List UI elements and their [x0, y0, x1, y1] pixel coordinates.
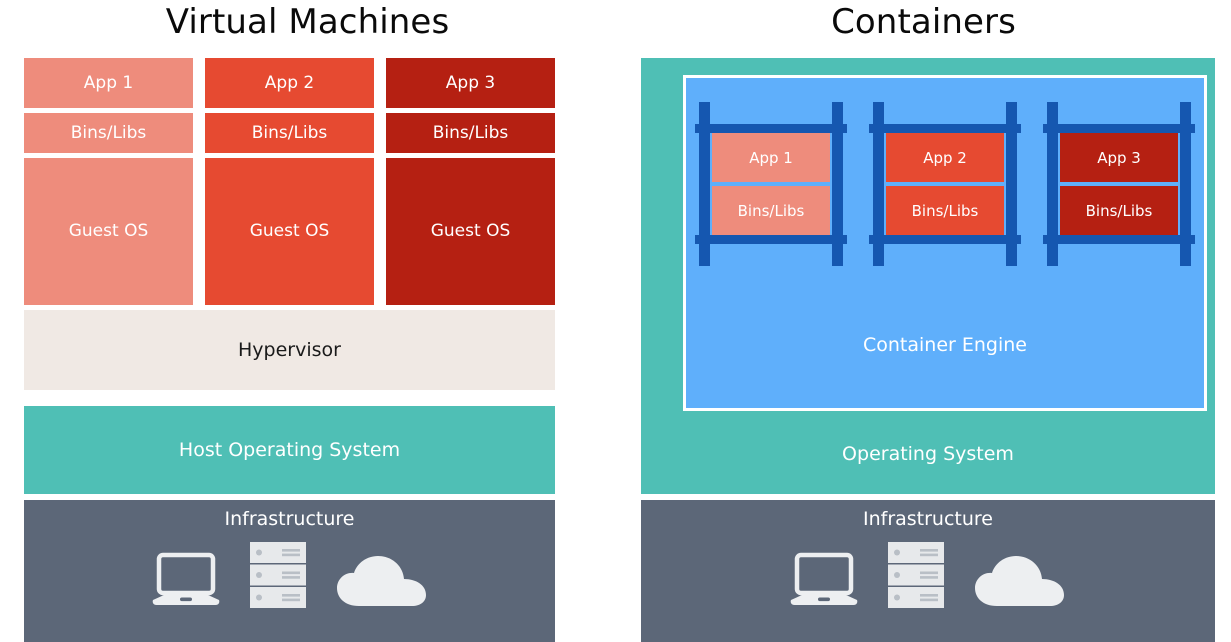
hypervisor-band: Hypervisor [24, 310, 555, 390]
vm-guest-os-box: Guest OS [205, 158, 374, 305]
container-rack-1: App 1 Bins/Libs [695, 102, 847, 266]
laptop-icon [150, 552, 222, 610]
containers-panel: Containers App 1 Bins/Libs [616, 0, 1231, 642]
container-app-box: App 1 [712, 133, 830, 182]
infrastructure-icons [641, 540, 1215, 610]
cloud-icon [972, 552, 1068, 610]
containers-os-block: App 1 Bins/Libs App 2 Bins/Libs [641, 58, 1215, 494]
vm-bins-box: Bins/Libs [24, 113, 193, 153]
vm-column-3: App 3 Bins/Libs Guest OS [386, 58, 555, 305]
container-rack-2: App 2 Bins/Libs [869, 102, 1021, 266]
rack-contents: App 1 Bins/Libs [712, 133, 830, 235]
vm-bins-box: Bins/Libs [386, 113, 555, 153]
rack-post-left [873, 102, 884, 266]
vm-app-box: App 2 [205, 58, 374, 108]
container-bins-box: Bins/Libs [1060, 186, 1178, 235]
container-app-box: App 3 [1060, 133, 1178, 182]
container-bins-box: Bins/Libs [886, 186, 1004, 235]
container-app-box: App 2 [886, 133, 1004, 182]
vm-column-1: App 1 Bins/Libs Guest OS [24, 58, 193, 305]
infrastructure-label: Infrastructure [224, 508, 355, 530]
host-operating-system-band: Host Operating System [24, 406, 555, 494]
vm-infrastructure-band: Infrastructure [24, 500, 555, 642]
vm-title: Virtual Machines [165, 2, 450, 42]
server-rack-icon [886, 540, 946, 610]
containers-title: Containers [831, 2, 1016, 42]
container-rack-3: App 3 Bins/Libs [1043, 102, 1195, 266]
vm-column-2: App 2 Bins/Libs Guest OS [205, 58, 374, 305]
vm-guest-os-box: Guest OS [24, 158, 193, 305]
rack-post-right [1006, 102, 1017, 266]
rack-rail-bottom [869, 235, 1021, 244]
vm-guest-os-box: Guest OS [386, 158, 555, 305]
container-racks: App 1 Bins/Libs App 2 Bins/Libs [686, 102, 1204, 272]
virtual-machines-panel: Virtual Machines App 1 Bins/Libs Guest O… [0, 0, 615, 642]
rack-rail-top [869, 124, 1021, 133]
rack-rail-bottom [1043, 235, 1195, 244]
vm-app-box: App 3 [386, 58, 555, 108]
rack-contents: App 3 Bins/Libs [1060, 133, 1178, 235]
vm-app-box: App 1 [24, 58, 193, 108]
containers-infrastructure-band: Infrastructure [641, 500, 1215, 642]
rack-post-left [699, 102, 710, 266]
rack-contents: App 2 Bins/Libs [886, 133, 1004, 235]
server-rack-icon [248, 540, 308, 610]
cloud-icon [334, 552, 430, 610]
container-engine-panel: App 1 Bins/Libs App 2 Bins/Libs [683, 75, 1207, 411]
rack-rail-top [695, 124, 847, 133]
operating-system-band: Operating System [842, 443, 1014, 465]
infrastructure-icons [24, 540, 555, 610]
container-bins-box: Bins/Libs [712, 186, 830, 235]
laptop-icon [788, 552, 860, 610]
container-engine-label: Container Engine [862, 334, 1027, 356]
vm-bins-box: Bins/Libs [205, 113, 374, 153]
vm-stack-columns: App 1 Bins/Libs Guest OS App 2 Bins/Libs… [24, 58, 555, 305]
rack-rail-top [1043, 124, 1195, 133]
infrastructure-label: Infrastructure [862, 508, 993, 530]
rack-post-right [1180, 102, 1191, 266]
rack-post-right [832, 102, 843, 266]
rack-rail-bottom [695, 235, 847, 244]
rack-post-left [1047, 102, 1058, 266]
